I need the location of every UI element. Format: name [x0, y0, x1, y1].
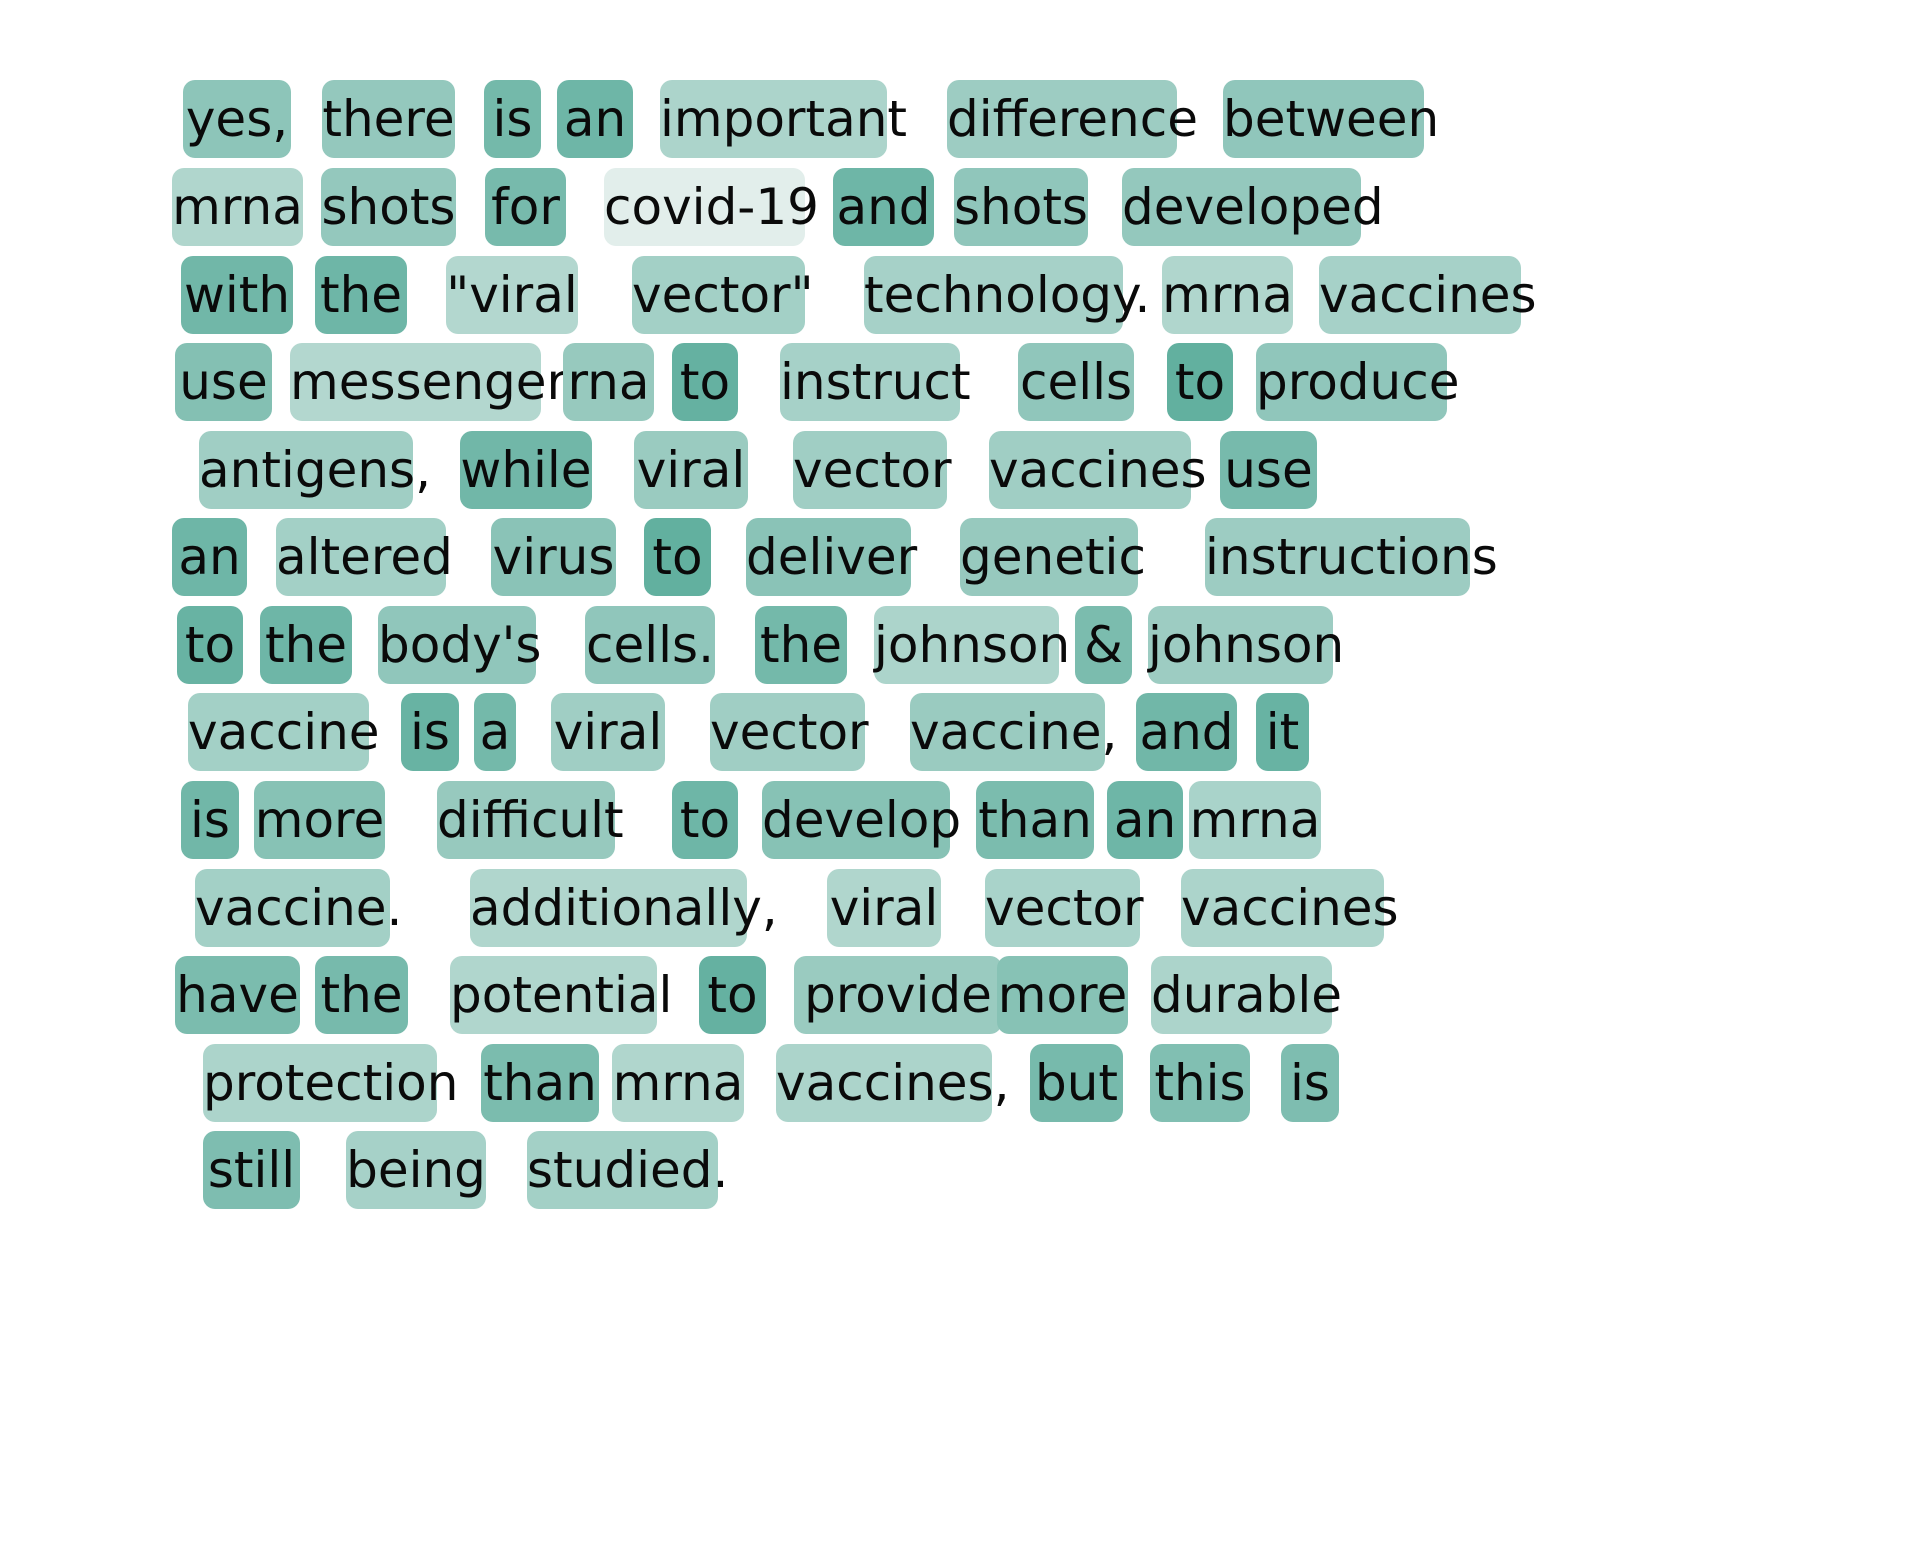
token-73: potential	[450, 956, 672, 1034]
token-28: produce	[1256, 343, 1459, 421]
token-7: mrna	[172, 168, 303, 246]
token-86: being	[346, 1131, 486, 1209]
token-74: to	[699, 956, 766, 1034]
token-20: vaccines	[1319, 256, 1537, 334]
token-58: is	[181, 781, 239, 859]
token-41: instructions	[1205, 518, 1498, 596]
token-10: covid-19	[604, 168, 819, 246]
token-51: is	[401, 693, 459, 771]
token-59: more	[254, 781, 385, 859]
token-71: have	[175, 956, 300, 1034]
token-61: to	[672, 781, 738, 859]
token-65: mrna	[1189, 781, 1321, 859]
token-31: viral	[634, 431, 748, 509]
token-78: protection	[203, 1044, 458, 1122]
token-32: vector	[793, 431, 952, 509]
token-47: johnson	[874, 606, 1070, 684]
token-82: but	[1030, 1044, 1123, 1122]
token-15: the	[315, 256, 407, 334]
token-5: difference	[947, 80, 1198, 158]
token-19: mrna	[1162, 256, 1293, 334]
token-9: for	[485, 168, 566, 246]
token-2: is	[484, 80, 541, 158]
token-49: johnson	[1148, 606, 1344, 684]
token-69: vector	[985, 869, 1144, 947]
token-50: vaccine	[188, 693, 380, 771]
token-85: still	[203, 1131, 300, 1209]
token-87: studied.	[527, 1131, 728, 1209]
token-35: an	[172, 518, 247, 596]
token-77: durable	[1151, 956, 1342, 1034]
token-13: developed	[1122, 168, 1384, 246]
token-25: instruct	[780, 343, 971, 421]
token-60: difficult	[437, 781, 624, 859]
token-27: to	[1167, 343, 1233, 421]
token-0: yes,	[183, 80, 291, 158]
token-83: this	[1150, 1044, 1250, 1122]
token-8: shots	[321, 168, 456, 246]
token-17: vector"	[632, 256, 814, 334]
token-24: to	[672, 343, 738, 421]
token-38: to	[644, 518, 711, 596]
token-62: develop	[762, 781, 961, 859]
token-21: use	[175, 343, 272, 421]
token-76: more	[997, 956, 1128, 1034]
token-14: with	[181, 256, 293, 334]
token-67: additionally,	[470, 869, 778, 947]
token-11: and	[833, 168, 934, 246]
token-54: vector	[710, 693, 869, 771]
token-66: vaccine.	[195, 869, 402, 947]
token-48: &	[1075, 606, 1132, 684]
token-6: between	[1223, 80, 1439, 158]
token-79: than	[481, 1044, 599, 1122]
token-4: important	[660, 80, 907, 158]
token-30: while	[460, 431, 592, 509]
token-55: vaccine,	[910, 693, 1117, 771]
token-12: shots	[954, 168, 1088, 246]
token-64: an	[1107, 781, 1183, 859]
token-3: an	[557, 80, 633, 158]
token-23: rna	[563, 343, 654, 421]
token-1: there	[322, 80, 455, 158]
token-40: genetic	[960, 518, 1146, 596]
token-52: a	[474, 693, 516, 771]
token-34: use	[1220, 431, 1317, 509]
token-80: mrna	[612, 1044, 744, 1122]
token-81: vaccines,	[776, 1044, 1010, 1122]
token-22: messenger	[290, 343, 567, 421]
token-39: deliver	[746, 518, 917, 596]
token-75: provide	[794, 956, 1002, 1034]
token-29: antigens,	[199, 431, 431, 509]
token-44: body's	[378, 606, 541, 684]
token-36: altered	[276, 518, 453, 596]
token-45: cells.	[585, 606, 715, 684]
token-56: and	[1136, 693, 1237, 771]
token-57: it	[1256, 693, 1309, 771]
token-63: than	[976, 781, 1094, 859]
token-53: viral	[551, 693, 665, 771]
token-16: "viral	[446, 256, 578, 334]
token-33: vaccines	[989, 431, 1207, 509]
token-26: cells	[1018, 343, 1134, 421]
token-46: the	[755, 606, 847, 684]
token-70: vaccines	[1181, 869, 1399, 947]
token-42: to	[177, 606, 243, 684]
token-18: technology.	[864, 256, 1150, 334]
token-37: virus	[491, 518, 616, 596]
token-68: viral	[827, 869, 941, 947]
token-43: the	[260, 606, 352, 684]
token-72: the	[315, 956, 408, 1034]
token-84: is	[1281, 1044, 1339, 1122]
